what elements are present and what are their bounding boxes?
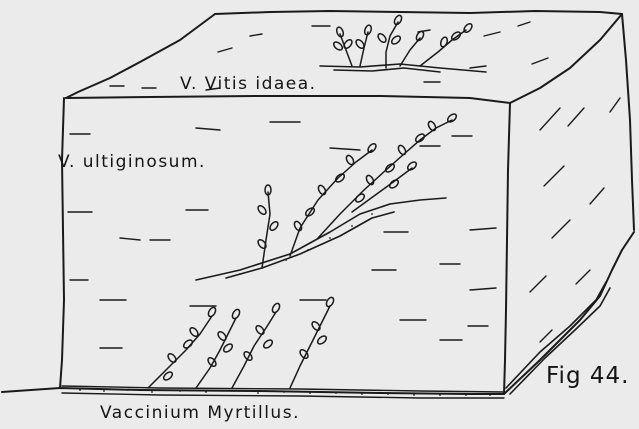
label-ultiginosum: V. ultiginosum. [58, 154, 206, 171]
plant-myrtillus [148, 296, 335, 388]
label-vitis-idaea: V. Vitis idaea. [180, 76, 317, 93]
plant-vitis-idaea [332, 14, 473, 68]
top-face-hatching [110, 22, 548, 90]
plant-ultiginosum [256, 112, 457, 268]
figure-number: Fig 44. [546, 365, 629, 388]
right-face-hatching [530, 98, 620, 342]
block-outline [2, 11, 634, 394]
middle-stratum [196, 198, 446, 280]
label-vaccinium-myrtillus: Vaccinium Myrtillus. [100, 405, 300, 422]
top-stratum [320, 64, 486, 72]
